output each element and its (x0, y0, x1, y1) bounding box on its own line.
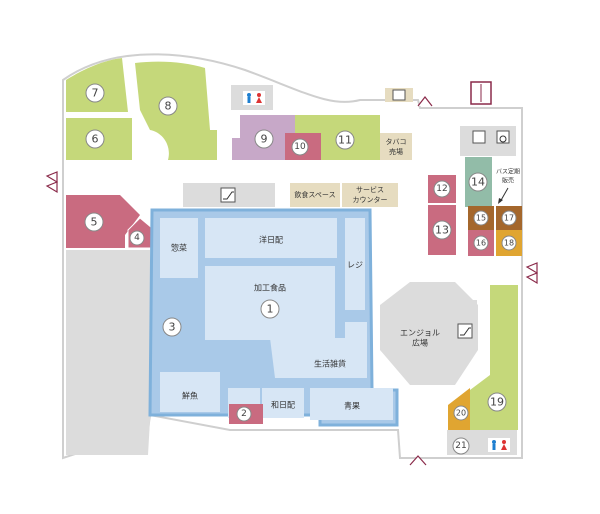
elevator-icon (470, 81, 492, 105)
zone-wabihai[interactable] (262, 388, 304, 418)
restroom-icon (243, 91, 265, 105)
label-sozai: 惣菜 (171, 243, 187, 253)
zone-seikatsu[interactable] (270, 322, 367, 378)
label-wabihai: 和日配 (271, 401, 295, 410)
label-angel-2: 広場 (412, 338, 428, 348)
area-gray-left (66, 250, 150, 455)
inshoku-area (290, 183, 340, 207)
store-17-number: 17 (504, 214, 514, 223)
store-20-number: 20 (456, 409, 466, 418)
label-inshoku: 飲食スペース (294, 190, 335, 199)
store-6-number: 6 (92, 133, 99, 146)
store-9-number: 9 (261, 133, 268, 146)
zone-sozai[interactable] (160, 218, 198, 278)
zone-seika[interactable] (310, 388, 393, 420)
store-8-number: 8 (165, 100, 172, 113)
escalator-icon (220, 187, 236, 203)
label-youbihai: 洋日配 (259, 235, 283, 245)
store-12-number: 12 (436, 184, 447, 194)
label-service-2: カウンター (353, 195, 388, 204)
label-bus-1: バス定期 (496, 168, 520, 176)
baby-care-icon (472, 130, 486, 144)
store-4-number: 4 (134, 233, 140, 243)
angel-plaza (380, 282, 478, 385)
entrance-door-icon (45, 96, 538, 466)
store-16-number: 16 (476, 239, 486, 248)
escalator-icon-plaza (457, 323, 473, 339)
restroom-icon-bottom (488, 438, 510, 452)
service-area (342, 183, 398, 207)
label-seika: 青果 (344, 401, 360, 411)
wheelchair-icon (496, 130, 510, 144)
zone-youbihai[interactable] (205, 218, 337, 258)
label-kakou: 加工食品 (254, 283, 286, 293)
store-15-number: 15 (476, 214, 486, 223)
label-service-1: サービス (356, 185, 384, 194)
store-10-number: 10 (294, 142, 306, 152)
label-sengyo: 鮮魚 (182, 391, 198, 401)
store-19-number: 19 (490, 396, 504, 409)
label-seikatsu: 生活雑貨 (314, 359, 346, 369)
store-11-number: 11 (338, 134, 352, 147)
store-5-number: 5 (91, 216, 98, 229)
label-tabako-1: タバコ (386, 137, 407, 146)
bus-arrow-icon (498, 187, 509, 204)
store-18-number: 18 (504, 239, 514, 248)
store-1-number: 1 (267, 303, 274, 316)
supermarket (148, 208, 399, 427)
tabako-area (380, 133, 412, 160)
store-13-number: 13 (435, 224, 449, 237)
store-7-number: 7 (92, 87, 99, 100)
store-19[interactable] (470, 285, 518, 430)
store-14-number: 14 (471, 176, 485, 189)
zone-sengyo[interactable] (160, 372, 220, 412)
zone-reji[interactable] (345, 218, 365, 310)
label-tabako-2: 売場 (389, 147, 403, 156)
label-bus-2: 販売 (502, 177, 514, 185)
baby-care-icon-top (392, 89, 406, 101)
store-2-number: 2 (241, 409, 247, 419)
label-reji: レジ (347, 261, 363, 270)
store-21-number: 21 (455, 441, 466, 451)
store-3-number: 3 (169, 321, 176, 334)
label-angel-1: エンジョル (400, 329, 440, 338)
